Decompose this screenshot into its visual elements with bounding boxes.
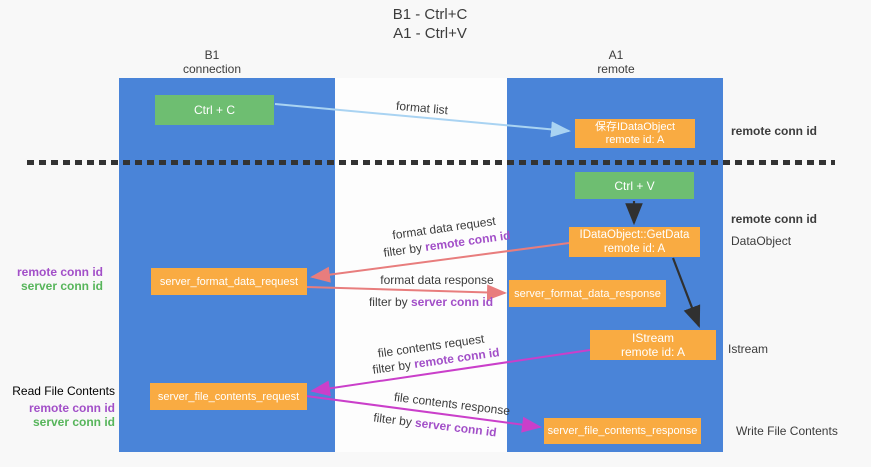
node-server-file-contents-request: server_file_contents_request: [150, 383, 307, 410]
node-file-request-label: server_file_contents_request: [157, 390, 300, 403]
node-istream: IStream remote id: A: [590, 330, 716, 360]
title-line-2: A1 - Ctrl+V: [393, 25, 467, 42]
node-save-idataobject: 保存IDataObject remote id: A: [575, 119, 695, 148]
edge-label-format-data-response: format data response: [380, 273, 494, 287]
left-label-server-conn-id-1: server conn id: [20, 279, 103, 293]
node-file-response-label: server_file_contents_response: [547, 425, 698, 437]
node-ctrl-v-label: Ctrl + V: [614, 178, 655, 193]
lane-b1-name: B1: [204, 48, 220, 62]
right-label-istream: Istream: [728, 342, 769, 356]
right-label-remote-conn-id-2: remote conn id: [731, 212, 818, 226]
right-label-write-file-contents: Write File Contents: [736, 424, 838, 438]
node-format-request-label: server_format_data_request: [159, 275, 299, 288]
node-server-file-contents-response: server_file_contents_response: [544, 418, 701, 444]
node-save-idataobject-line1: 保存IDataObject: [594, 120, 676, 133]
node-getdata-line2: remote id: A: [603, 243, 666, 255]
left-label-read-file-contents: Read File Contents: [12, 384, 115, 398]
node-getdata-line1: IDataObject::GetData: [579, 229, 690, 241]
server-conn-id-text: server conn id: [410, 295, 494, 309]
lane-b1-role: connection: [182, 62, 242, 76]
filter-by-text: filter by: [368, 295, 411, 309]
left-label-remote-conn-id-2: remote conn id: [28, 401, 115, 415]
node-save-idataobject-line2: remote id: A: [605, 133, 665, 146]
right-label-dataobject: DataObject: [731, 234, 792, 248]
node-istream-line1: IStream: [631, 331, 674, 345]
lane-header-a1: A1 remote: [556, 48, 676, 76]
lane-a1-name: A1: [608, 48, 624, 62]
node-server-format-data-response: server_format_data_response: [509, 280, 666, 307]
right-label-remote-conn-id-1: remote conn id: [731, 124, 818, 138]
left-label-block-conn-ids-1: remote conn id server conn id: [0, 265, 103, 293]
node-idataobject-getdata: IDataObject::GetData remote id: A: [569, 227, 700, 257]
node-server-format-data-request: server_format_data_request: [151, 268, 307, 295]
edge-label-filter-server-1: filter by server conn id: [369, 295, 493, 309]
node-istream-line2: remote id: A: [620, 345, 686, 359]
node-ctrl-c: Ctrl + C: [155, 95, 274, 125]
node-format-response-label: server_format_data_response: [514, 287, 661, 300]
node-ctrl-c-label: Ctrl + C: [193, 103, 235, 117]
left-label-block-read-file: Read File Contents remote conn id server…: [0, 384, 115, 429]
node-ctrl-v: Ctrl + V: [575, 172, 694, 199]
phase-separator-dashed-line: [27, 160, 835, 165]
title-line-1: B1 - Ctrl+C: [392, 6, 468, 23]
diagram-title: B1 - Ctrl+C A1 - Ctrl+V: [330, 5, 530, 43]
left-label-server-conn-id-2: server conn id: [32, 415, 115, 429]
lane-header-b1: B1 connection: [152, 48, 272, 76]
left-label-remote-conn-id-1: remote conn id: [16, 265, 103, 279]
lane-a1-role: remote: [597, 62, 635, 76]
